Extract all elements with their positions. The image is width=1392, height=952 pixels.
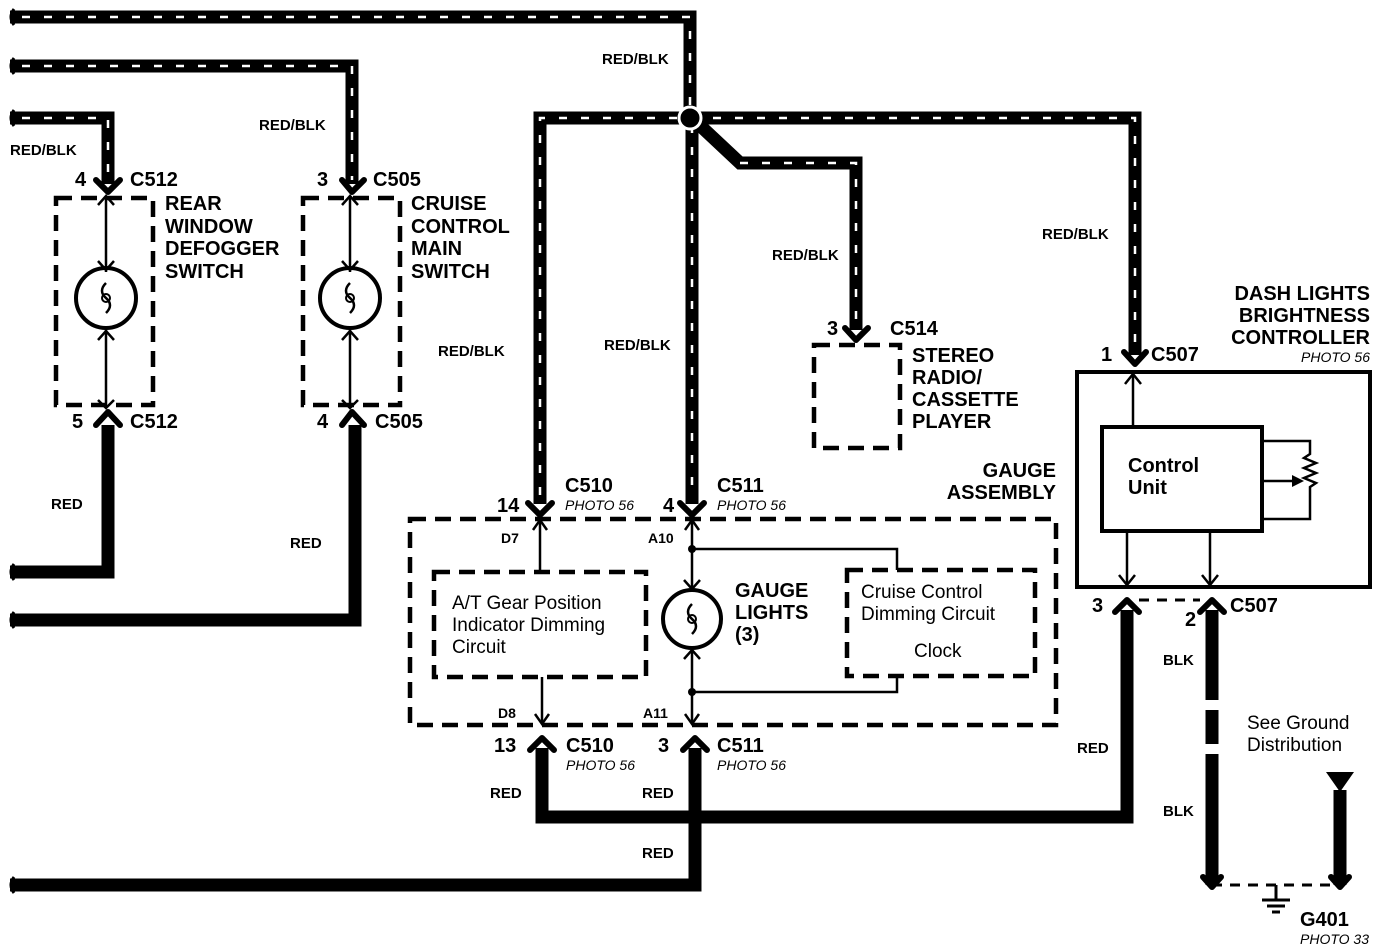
wire-label: BLK: [1163, 803, 1194, 820]
connector-label: C512: [130, 411, 178, 433]
wire-label: RED/BLK: [772, 247, 839, 264]
wire-label: RED/BLK: [10, 142, 77, 159]
wire-label: RED: [490, 785, 522, 802]
wire-label: RED/BLK: [1042, 226, 1109, 243]
pin-label: D8: [498, 705, 516, 721]
component-name: STEREO: [912, 345, 994, 367]
connector-label: C505: [375, 411, 423, 433]
wire-label: RED: [642, 785, 674, 802]
pin-label: 3: [317, 169, 328, 191]
connector-label: C507: [1151, 344, 1199, 366]
wire-label: BLK: [1163, 652, 1194, 669]
component-name: CASSETTE: [912, 389, 1019, 411]
rear-defogger-switch: [53, 194, 156, 410]
connector-label: C511: [717, 735, 764, 757]
control-unit-label: Unit: [1128, 477, 1167, 499]
connector-label: C507: [1230, 595, 1278, 617]
pin-label: A11: [643, 705, 668, 721]
connector-label: C505: [373, 169, 421, 191]
connectors: [93, 177, 1352, 890]
component-name: SWITCH: [411, 261, 490, 283]
ground-note: Distribution: [1247, 735, 1342, 756]
control-unit-label: Control: [1128, 455, 1199, 477]
wire-label: RED: [290, 535, 322, 552]
wire-label: RED/BLK: [604, 337, 671, 354]
pin-label: 3: [658, 735, 669, 757]
gauge-assembly: [407, 516, 1059, 728]
gauge-lights-label: (3): [735, 624, 759, 646]
cruise-dimming-label: Clock: [914, 641, 962, 662]
photo-ref: PHOTO 56: [717, 757, 786, 773]
component-name: MAIN: [411, 238, 462, 260]
pin-label: 1: [1101, 344, 1112, 366]
stereo-box: [811, 342, 903, 451]
pin-label: D7: [501, 530, 519, 546]
wire-label: RED: [51, 496, 83, 513]
labels: RED/BLK RED/BLK RED/BLK RED/BLK RED/BLK …: [10, 51, 1371, 947]
gauge-lights-label: GAUGE: [735, 580, 808, 602]
gauge-lights-label: LIGHTS: [735, 602, 808, 624]
pin-label: 5: [72, 411, 83, 433]
at-gear-label: Indicator Dimming: [452, 615, 605, 636]
connector-label: C511: [717, 475, 764, 497]
wire-label: RED/BLK: [438, 343, 505, 360]
photo-ref: PHOTO 56: [717, 497, 786, 513]
wires: [10, 10, 1347, 892]
pin-label: 2: [1185, 609, 1196, 631]
component-name: PLAYER: [912, 411, 992, 433]
component-name: BRIGHTNESS: [1239, 305, 1370, 327]
wire-label: RED: [642, 845, 674, 862]
connector-label: C510: [566, 735, 614, 757]
cruise-dimming-label: Cruise Control: [861, 582, 982, 603]
wire-label: RED/BLK: [602, 51, 669, 68]
splice-dot: [686, 808, 704, 826]
pin-label: 3: [827, 318, 838, 340]
photo-ref: PHOTO 56: [565, 497, 634, 513]
component-name: CONTROLLER: [1231, 327, 1370, 349]
ground-g401: [1212, 772, 1354, 914]
pin-label: 4: [663, 495, 675, 517]
component-name: RADIO/: [912, 367, 982, 389]
component-name: CONTROL: [411, 216, 510, 238]
component-name: CRUISE: [411, 193, 487, 215]
pin-label: 13: [494, 735, 516, 757]
connector-label: C514: [890, 318, 939, 340]
at-gear-label: Circuit: [452, 637, 507, 658]
component-name: DEFOGGER: [165, 238, 280, 260]
component-name: REAR: [165, 193, 222, 215]
pin-label: 14: [497, 495, 520, 517]
wire-label: RED/BLK: [259, 117, 326, 134]
at-gear-label: A/T Gear Position: [452, 593, 602, 614]
pin-label: A10: [648, 530, 674, 546]
pin-label: 4: [317, 411, 329, 433]
photo-ref: PHOTO 33: [1300, 931, 1369, 947]
component-name: ASSEMBLY: [947, 482, 1057, 504]
component-name: DASH LIGHTS: [1234, 283, 1370, 305]
ground-note: See Ground: [1247, 713, 1349, 734]
connector-label: C512: [130, 169, 178, 191]
ground-arrow-icon: [1326, 772, 1354, 792]
connector-label: C510: [565, 475, 613, 497]
component-name: WINDOW: [165, 216, 253, 238]
dash-lights-controller: [1075, 370, 1372, 602]
wire-red: [10, 425, 115, 579]
pin-label: 3: [1092, 595, 1103, 617]
wire-label: RED: [1077, 740, 1109, 757]
ground-label: G401: [1300, 909, 1349, 931]
component-name: SWITCH: [165, 261, 244, 283]
cruise-dimming-label: Dimming Circuit: [861, 604, 996, 625]
photo-ref: PHOTO 56: [1301, 349, 1370, 365]
component-name: GAUGE: [983, 460, 1056, 482]
pin-label: 4: [75, 169, 87, 191]
photo-ref: PHOTO 56: [566, 757, 635, 773]
cruise-control-switch: [300, 194, 403, 410]
